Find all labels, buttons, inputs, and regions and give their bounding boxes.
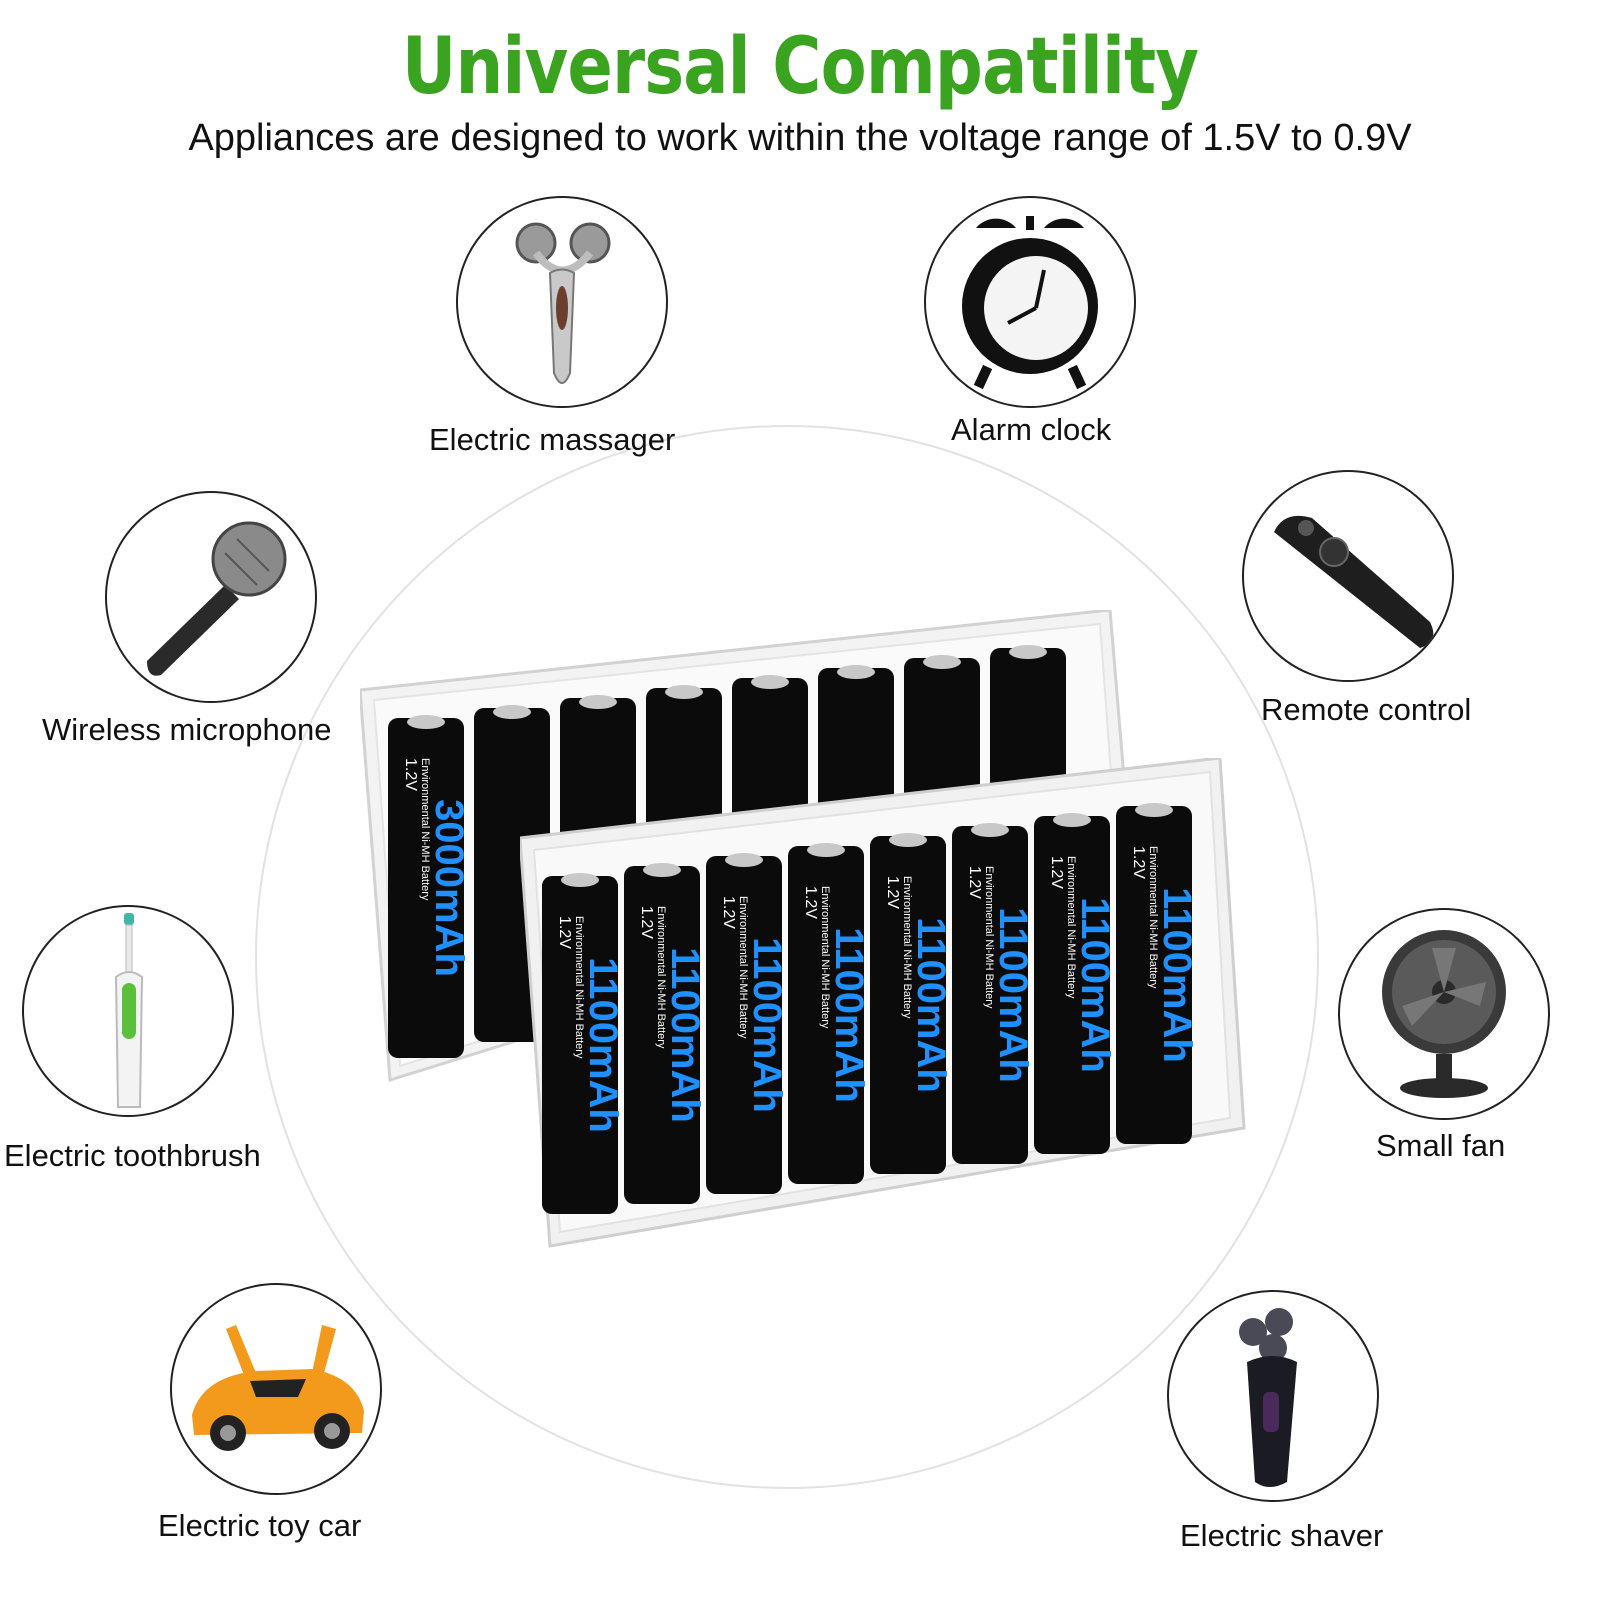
appliance-label: Electric massager — [429, 422, 676, 457]
battery-voltage-label: 1.2V — [1048, 856, 1065, 889]
microphone-icon — [147, 521, 287, 676]
battery-voltage-label: 1.2V — [638, 906, 655, 939]
toy-car-icon — [192, 1325, 364, 1451]
page-title: Universal Compatility — [401, 22, 1199, 112]
battery-capacity-label: 1100mAh — [991, 907, 1035, 1083]
battery-voltage-label: 1.2V — [720, 896, 737, 929]
battery-type-label: Environmental Ni-MH Battery — [1147, 846, 1159, 989]
battery-type-label: Environmental Ni-MH Battery — [573, 916, 585, 1059]
battery-capacity-label: 1100mAh — [581, 957, 625, 1133]
battery-capacity-label: 1100mAh — [1155, 887, 1199, 1063]
alarm-clock-circle — [924, 196, 1136, 408]
appliance-label: Wireless microphone — [42, 712, 332, 747]
battery-type-label: Environmental Ni-MH Battery — [819, 886, 831, 1029]
battery-capacity-label: 3000mAh — [427, 799, 471, 977]
battery-type-label: Environmental Ni-MH Battery — [901, 876, 913, 1019]
appliance-label: Electric shaver — [1180, 1518, 1384, 1553]
battery-voltage-label: 1.2V — [802, 886, 819, 919]
toy-car-circle — [170, 1283, 382, 1495]
remote-control-icon — [1274, 515, 1434, 648]
alarm-clock-icon — [962, 216, 1098, 390]
battery-voltage-label: 1.2V — [402, 758, 419, 791]
remote-circle — [1242, 470, 1454, 682]
battery-voltage-label: 1.2V — [884, 876, 901, 909]
battery-voltage-label: 1.2V — [556, 916, 573, 949]
toothbrush-circle — [22, 905, 234, 1117]
battery-voltage-label: 1.2V — [966, 866, 983, 899]
face-roller-icon — [515, 222, 611, 384]
toothbrush-icon — [114, 913, 144, 1108]
fan-icon — [1382, 930, 1506, 1098]
appliance-label: Alarm clock — [951, 412, 1112, 447]
battery-capacity-label: 1100mAh — [663, 947, 707, 1123]
microphone-circle — [105, 491, 317, 703]
battery-type-label: Environmental Ni-MH Battery — [1065, 856, 1077, 999]
battery-type-label: Environmental Ni-MH Battery — [655, 906, 667, 1049]
battery-capacity-label: 1100mAh — [1073, 897, 1117, 1073]
appliance-label: Remote control — [1261, 692, 1472, 727]
massager-circle — [456, 196, 668, 408]
appliance-label: Electric toothbrush — [4, 1138, 261, 1173]
shaver-circle — [1167, 1290, 1379, 1502]
battery-capacity-label: 1100mAh — [909, 917, 953, 1093]
fan-circle — [1338, 908, 1550, 1120]
battery-type-label: Environmental Ni-MH Battery — [983, 866, 995, 1009]
battery-type-label: Environmental Ni-MH Battery — [737, 896, 749, 1039]
appliance-label: Small fan — [1376, 1128, 1506, 1163]
shaver-icon — [1239, 1308, 1297, 1487]
appliance-label: Electric toy car — [158, 1508, 362, 1543]
battery-capacity-label: 1100mAh — [745, 937, 789, 1113]
battery-voltage-label: 1.2V — [1130, 846, 1147, 879]
battery-type-label: Environmental Ni-MH Battery — [419, 758, 431, 901]
battery-capacity-label: 1100mAh — [827, 927, 871, 1103]
page-subtitle: Appliances are designed to work within t… — [188, 117, 1412, 159]
